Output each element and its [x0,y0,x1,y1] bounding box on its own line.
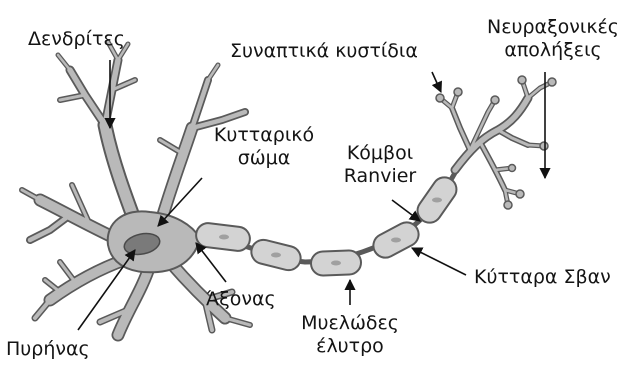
label-vesicles: Συναπτικά κυστίδια [230,40,418,63]
label-pointers [78,60,545,330]
pointer-ranvier [392,200,420,221]
label-terminals: Νευραξονικές απολήξεις [474,16,632,62]
label-cell-body-line2: σώμα [200,147,328,170]
label-ranvier: Κόμβοι Ranvier [326,142,434,188]
label-cell-body: Κυτταρικό σώμα [200,124,328,170]
label-ranvier-line1: Κόμβοι [326,142,434,165]
label-myelin-line1: Μυελώδες [288,312,412,335]
pointer-vesicles [432,72,441,92]
label-terminals-line1: Νευραξονικές [474,16,632,39]
label-cell-body-line1: Κυτταρικό [200,124,328,147]
label-terminals-line2: απολήξεις [474,39,632,62]
label-axon: Άξονας [206,288,276,311]
myelin-segments [195,173,461,276]
label-myelin-line2: έλυτρο [288,335,412,358]
label-dendrites: Δενδρίτες [28,28,125,51]
label-ranvier-line2: Ranvier [326,165,434,188]
label-myelin: Μυελώδες έλυτρο [288,312,412,358]
label-schwann: Κύτταρα Σβαν [474,266,611,289]
pointer-schwann [412,248,466,275]
label-nucleus: Πυρήνας [6,338,90,361]
